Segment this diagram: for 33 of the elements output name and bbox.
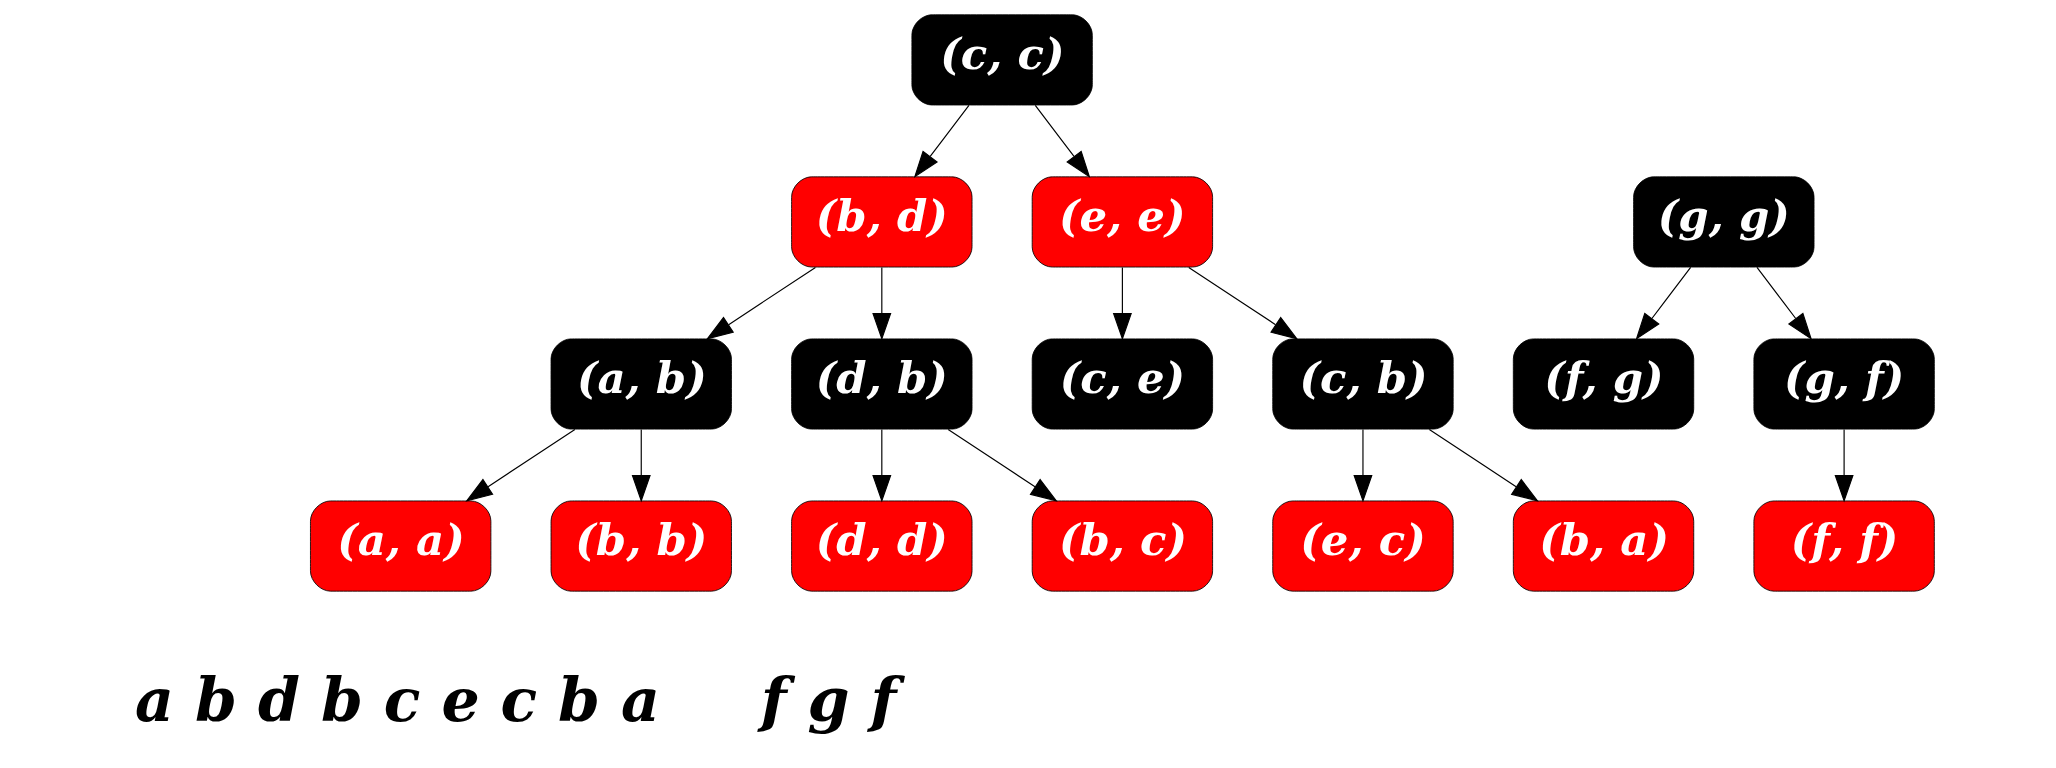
arrow [705,266,817,340]
node-box: (d, d) [791,500,973,592]
node-box: (b, a) [1512,500,1695,592]
node-box: (c, c) [911,14,1093,106]
node-box: (a, b) [550,338,732,430]
arrow [1353,428,1373,503]
node-box: (e, c) [1272,500,1454,592]
node-box: (c, e) [1031,338,1213,430]
arrow [1756,266,1813,341]
node-box: (d, b) [791,338,973,430]
arrow [1188,266,1299,340]
arrow [1034,104,1091,179]
node-box: (e, e) [1031,176,1213,268]
arrow [1428,428,1539,502]
node-box: (b, c) [1031,500,1213,592]
arrow [465,428,576,502]
node-box: (b, b) [550,500,732,592]
arrow [1112,266,1132,341]
arrow [1635,266,1692,341]
node-box: (b, d) [791,176,973,268]
arrow [947,428,1058,502]
arrow [1834,428,1854,503]
label: a b d b c e c b a [135,665,661,736]
node-box: (g, g) [1633,176,1815,268]
node-box: (c, b) [1272,338,1454,430]
arrow [913,104,970,179]
node-box: (f, f) [1753,500,1935,592]
node-box: (f, g) [1512,338,1695,430]
arrow [872,266,892,341]
node-box: (a, a) [310,500,492,592]
arrow [872,428,892,503]
arrow [631,428,651,503]
node-box: (g, f) [1753,338,1935,430]
